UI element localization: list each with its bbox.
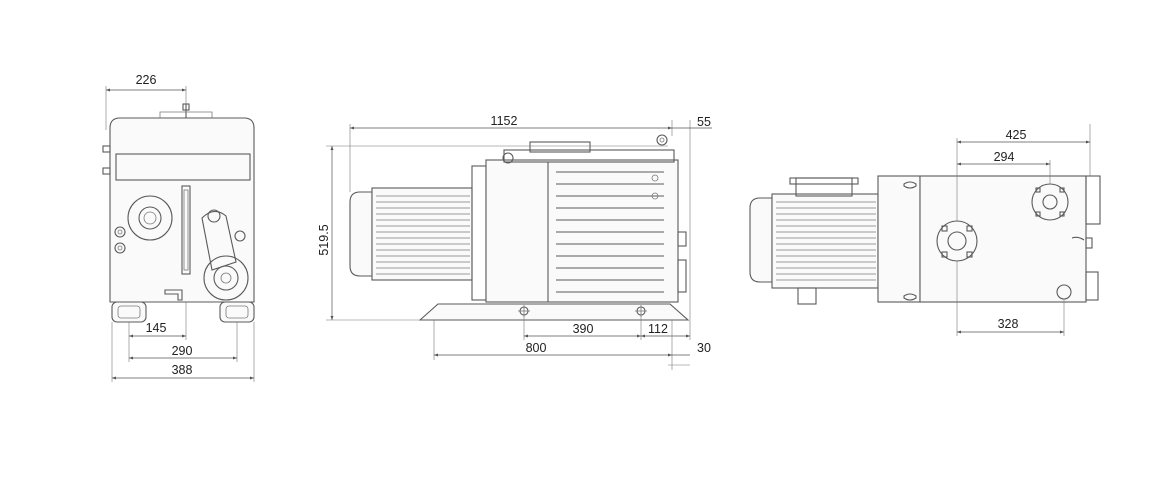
dim-112: 112 (648, 322, 668, 336)
side-base-plate (418, 303, 690, 321)
dim-800: 800 (526, 341, 547, 355)
top-motor-cover (749, 197, 773, 283)
dim-55: 55 (697, 115, 711, 129)
dim-425: 425 (1006, 128, 1027, 142)
dim-294: 294 (994, 150, 1015, 164)
dim-519-5: 519.5 (317, 224, 331, 255)
front-view (102, 103, 255, 323)
dim-290: 290 (172, 344, 193, 358)
dim-390: 390 (573, 322, 594, 336)
dim-1152: 1152 (491, 114, 518, 128)
side-motor (371, 187, 473, 281)
side-motor-cover (349, 191, 373, 277)
top-view (749, 175, 1101, 305)
side-view (349, 134, 690, 321)
dim-226: 226 (136, 73, 157, 87)
dim-30: 30 (697, 341, 711, 355)
right-foot (219, 301, 255, 323)
top-motor (771, 193, 879, 289)
side-pump-body (485, 159, 679, 303)
top-pump-body (919, 175, 1087, 303)
front-dimensions: 226 145 290 388 (105, 73, 255, 382)
sight-glass (181, 185, 191, 275)
side-dimensions: 1152 55 519.5 390 112 800 30 (317, 114, 712, 370)
left-foot (111, 301, 147, 323)
top-dimensions: 425 294 328 (956, 124, 1091, 336)
dim-328: 328 (998, 317, 1019, 331)
dim-388: 388 (172, 363, 193, 377)
dim-145: 145 (146, 321, 167, 335)
